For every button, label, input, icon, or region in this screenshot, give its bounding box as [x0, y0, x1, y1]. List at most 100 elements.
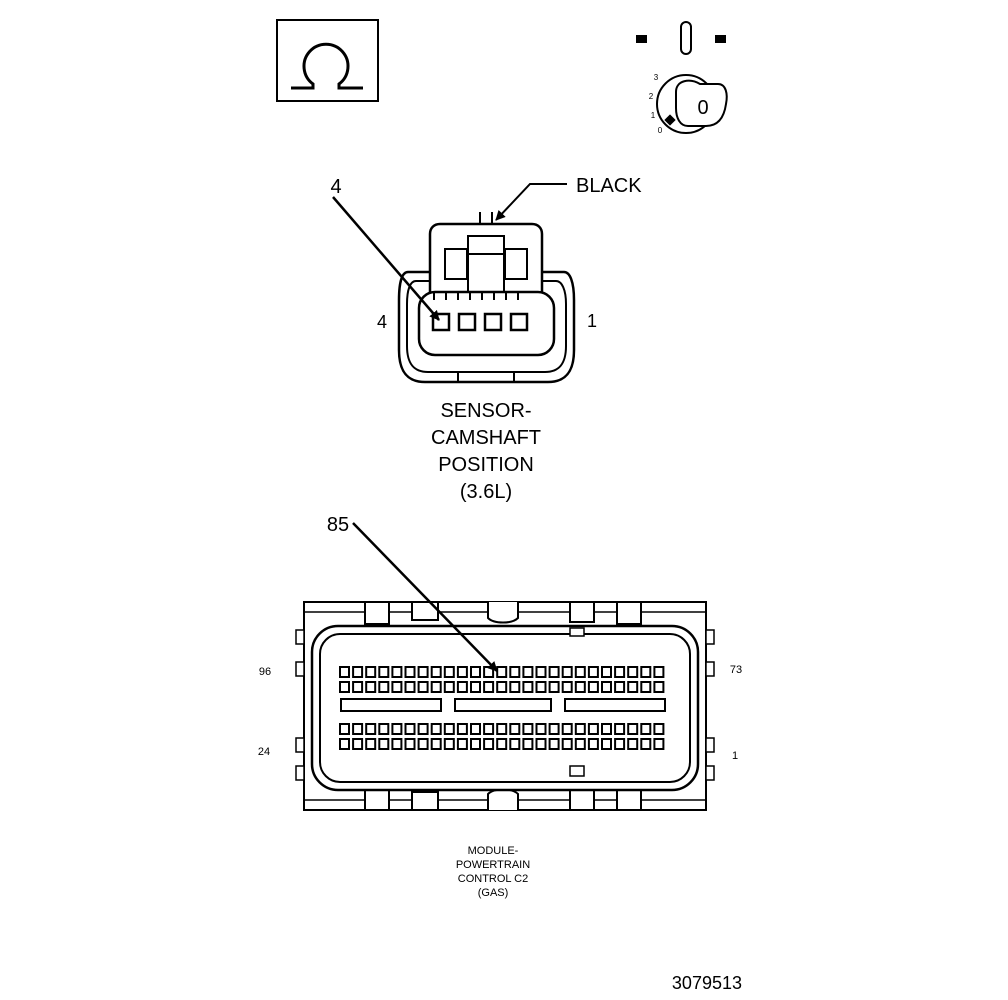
- sensor-cavity: [509, 312, 529, 332]
- pcm-pin-cavity: [561, 666, 573, 678]
- pcm-pin-cavity: [509, 681, 521, 693]
- pcm-pin-cavity: [404, 666, 416, 678]
- ohm-meter-icon: [276, 19, 379, 102]
- pcm-pin-cavity: [627, 681, 639, 693]
- sensor-title-line: POSITION: [438, 454, 534, 476]
- sensor-left-pin: 4: [377, 312, 387, 332]
- pcm-pin-cavity: [627, 738, 639, 750]
- pcm-pin-cavity: [548, 738, 560, 750]
- pcm-pin-cavity: [587, 681, 599, 693]
- pcm-pin-cavity: [627, 723, 639, 735]
- ignition-position-3: 3: [654, 73, 659, 82]
- pcm-pin-cavity: [417, 666, 429, 678]
- pcm-pin-cavity: [548, 723, 560, 735]
- pcm-pin-cavity: [365, 681, 377, 693]
- sensor-cavity: [483, 312, 503, 332]
- pcm-pin-cavity: [417, 681, 429, 693]
- pcm-pin-cavity: [614, 723, 626, 735]
- pcm-pin-cavity: [548, 681, 560, 693]
- pcm-pin-cavity: [653, 666, 665, 678]
- pcm-connector: [295, 601, 715, 811]
- pcm-pin-cavity: [417, 723, 429, 735]
- pcm-pin-cavity: [378, 681, 390, 693]
- pcm-pin-cavity: [391, 681, 403, 693]
- pcm-pin-cavity: [640, 723, 652, 735]
- figure-number: 3079513: [672, 973, 742, 993]
- pcm-pin-cavity: [456, 723, 468, 735]
- pcm-pin-cavity: [614, 666, 626, 678]
- pcm-pin-cavity: [522, 666, 534, 678]
- pcm-pin-cavity: [365, 738, 377, 750]
- pcm-pin-cavity: [535, 666, 547, 678]
- pcm-pin-cavity: [614, 681, 626, 693]
- pcm-pin-cavity: [470, 666, 481, 678]
- pcm-pin-cavity: [456, 666, 468, 678]
- pcm-pin-cavity: [587, 666, 599, 678]
- pcm-pin-cavity: [378, 666, 390, 678]
- pcm-pin-cavity: [365, 723, 377, 735]
- pcm-pin-cavity: [535, 681, 547, 693]
- pcm-pin-cavity: [417, 738, 429, 750]
- pcm-pin-cavity: [391, 666, 403, 678]
- pcm-pin-cavity: [470, 681, 481, 693]
- sensor-cavity: [457, 312, 477, 332]
- sensor-pin-callout-line: [332, 196, 440, 321]
- pcm-pin-cavity: [443, 666, 455, 678]
- pcm-pin-cavity: [548, 666, 560, 678]
- sensor-title-line: (3.6L): [460, 481, 512, 503]
- pcm-pin-cavity: [404, 738, 416, 750]
- pcm-pin-cavity: [509, 738, 521, 750]
- pcm-callout-pin: 85: [327, 514, 349, 536]
- pcm-pin-cavity: [587, 723, 599, 735]
- pcm-pin-cavity: [574, 666, 586, 678]
- pcm-pin-cavity: [653, 723, 665, 735]
- pcm-pin-cavity: [614, 738, 626, 750]
- pcm-pin-cavity: [561, 723, 573, 735]
- pcm-pin-cavity: [561, 738, 573, 750]
- pcm-pin-cavity: [430, 738, 442, 750]
- pcm-pin-cavity: [496, 723, 508, 735]
- pcm-pin-cavity: [574, 681, 586, 693]
- pcm-pin-cavity: [443, 738, 455, 750]
- pcm-pin-cavity: [522, 723, 534, 735]
- pcm-pin-cavity: [601, 723, 612, 735]
- pcm-title-line: MODULE-: [468, 845, 519, 857]
- pcm-pin-cavity: [443, 723, 455, 735]
- pcm-pin-cavity: [352, 666, 364, 678]
- ignition-position-1: 1: [651, 111, 656, 120]
- ignition-position-2: 2: [649, 92, 654, 101]
- pcm-pin-label-top-right: 73: [730, 664, 742, 676]
- pcm-pin-cavity: [430, 666, 442, 678]
- pcm-pin-cavity: [640, 681, 652, 693]
- pcm-pin-cavity: [561, 681, 573, 693]
- pcm-pin-cavity: [352, 681, 364, 693]
- sensor-connector: [397, 212, 576, 384]
- pcm-pin-cavity: [601, 666, 612, 678]
- color-callout-line: [495, 183, 567, 221]
- pcm-title: MODULE- POWERTRAIN CONTROL C2 (GAS): [456, 845, 530, 899]
- pcm-pin-cavity: [653, 738, 665, 750]
- pcm-pin-cavity: [483, 666, 495, 678]
- pcm-pin-cavity: [587, 738, 599, 750]
- pcm-pin-label-bottom-right: 1: [732, 750, 738, 762]
- pcm-pin-cavity: [509, 723, 521, 735]
- pcm-pin-cavity: [483, 738, 495, 750]
- ignition-off-icon: 0 3 2 1 0: [636, 21, 728, 135]
- pcm-title-line: POWERTRAIN: [456, 859, 530, 871]
- pcm-pin-cavity: [339, 666, 350, 678]
- sensor-callout-pin: 4: [330, 176, 341, 198]
- pcm-pin-cavity: [339, 681, 350, 693]
- pcm-pin-cavity: [456, 681, 468, 693]
- sensor-right-pin: 1: [587, 311, 597, 331]
- pcm-pin-field: [339, 666, 665, 750]
- pcm-pin-cavity: [653, 681, 665, 693]
- pcm-title-line: (GAS): [478, 887, 509, 899]
- pcm-pin-cavity: [496, 738, 508, 750]
- pcm-pin-cavity: [456, 738, 468, 750]
- pcm-pin-cavity: [430, 723, 442, 735]
- pcm-pin-cavity: [627, 666, 639, 678]
- pcm-pin-cavity: [483, 681, 495, 693]
- pcm-pin-cavity: [640, 738, 652, 750]
- pcm-pin-cavity: [574, 723, 586, 735]
